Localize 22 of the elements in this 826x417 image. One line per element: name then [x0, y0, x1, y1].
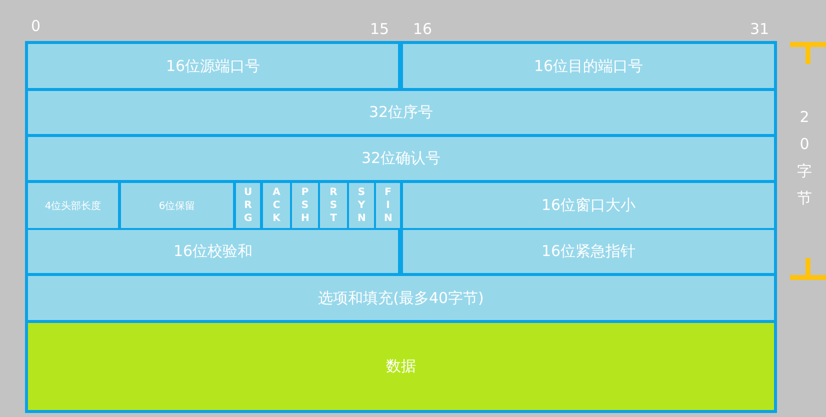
flag-cell: SYN: [349, 183, 374, 228]
bit-number: 16: [413, 20, 432, 38]
field-cell: 16位源端口号: [28, 44, 398, 88]
flag-cell: FIN: [376, 183, 400, 228]
bit-number: 31: [750, 20, 770, 38]
bit-number: 0: [31, 17, 41, 35]
field-cell: 4位头部长度: [28, 183, 118, 228]
flag-cell: ACK: [263, 183, 290, 228]
flag-cell: URG: [236, 183, 260, 228]
data-cell: 数据: [28, 323, 774, 410]
field-cell: 16位目的端口号: [403, 44, 774, 88]
field-cell: 32位序号: [28, 91, 774, 134]
field-cell: 16位紧急指针: [403, 230, 774, 273]
flag-cell: RST: [320, 183, 347, 228]
field-cell: 32位确认号: [28, 137, 774, 180]
field-cell: 16位窗口大小: [403, 183, 774, 228]
field-cell: 选项和填充(最多40字节): [28, 276, 774, 320]
flag-cell: PSH: [292, 183, 318, 228]
bit-number: 15: [370, 20, 390, 38]
field-cell: 6位保留: [121, 183, 233, 228]
size-label: 20字节: [797, 107, 812, 209]
field-cell: 16位校验和: [28, 230, 398, 273]
